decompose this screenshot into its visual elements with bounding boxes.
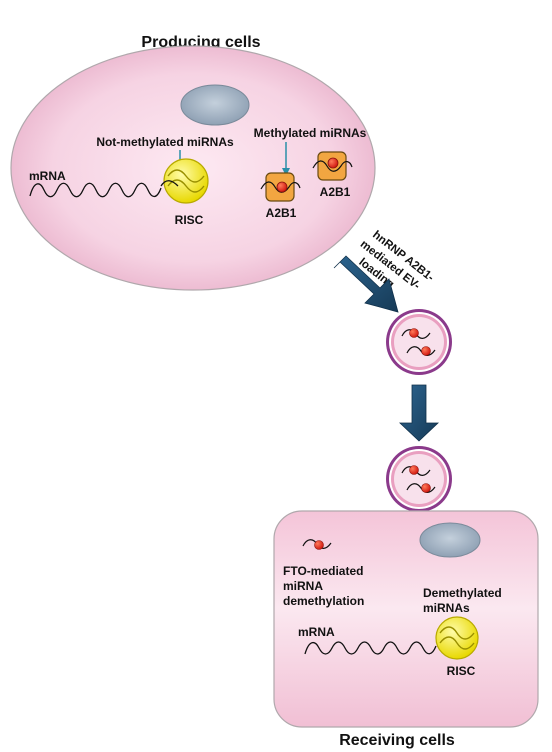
extracellular-vesicle-1 [386,309,452,375]
mrna-label-producing: mRNA [29,169,66,183]
a2b1-protein-1 [260,172,301,202]
demethylated-mirnas-label: Demethylated miRNAs [423,586,502,615]
receiving-cell-nucleus [419,522,481,558]
demethylated-mirna-fragment [302,539,332,550]
a2b1-protein-2 [312,151,353,181]
export-arrow [333,255,399,313]
svg-text:Demethylated: Demethylated [423,586,502,600]
mrna-label-receiving: mRNA [298,625,335,639]
svg-text:miRNAs: miRNAs [423,601,470,615]
a2b1-label-2: A2B1 [320,185,351,199]
svg-text:demethylation: demethylation [283,594,364,608]
not-methylated-mirnas-label: Not-methylated miRNAs [96,135,234,149]
risc-complex-receiving [435,616,479,660]
receiving-cell [273,510,539,728]
fto-demethylation-label: FTO-mediated miRNA demethylation [283,564,364,608]
risc-label-producing: RISC [175,213,204,227]
mrna-strand-producing [29,182,162,198]
extracellular-vesicle-2 [386,446,452,512]
svg-text:FTO-mediated: FTO-mediated [283,564,363,578]
a2b1-label-1: A2B1 [266,206,297,220]
producing-cell-nucleus [180,84,250,126]
mrna-strand-receiving [304,641,437,655]
risc-complex-producing [160,158,209,204]
risc-label-receiving: RISC [447,664,476,678]
uptake-arrow [398,384,440,442]
pointer-arrow-methylated [282,142,290,176]
svg-text:miRNA: miRNA [283,579,323,593]
receiving-cell-title: Receiving cells [339,732,455,749]
methylated-mirnas-label: Methylated miRNAs [254,126,367,140]
